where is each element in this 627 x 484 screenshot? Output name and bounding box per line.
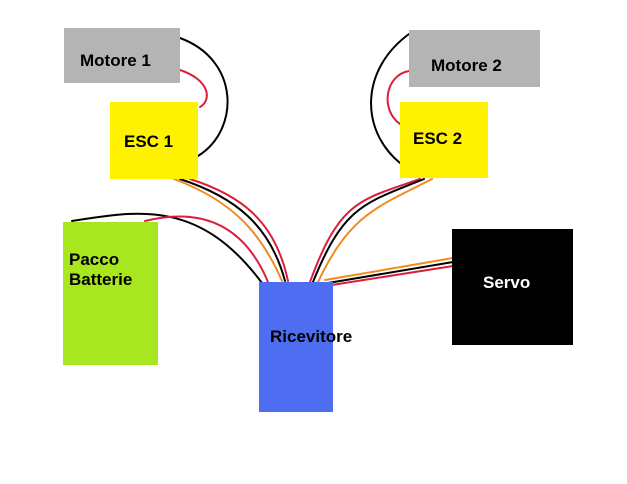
wire-servo-rx-red xyxy=(331,265,454,286)
esc2-label: ESC 2 xyxy=(413,129,463,148)
wire-esc1-rx-orange xyxy=(173,178,283,282)
wire-motore1-esc1-red xyxy=(179,69,208,108)
wire-esc1-rx-red xyxy=(189,178,289,282)
motore2-label: Motore 2 xyxy=(431,56,502,75)
wire-motore2-esc2-black xyxy=(370,33,410,164)
receiver-label: Ricevitore xyxy=(270,327,353,346)
wire-esc2-rx-orange xyxy=(317,178,433,283)
motore1-label: Motore 1 xyxy=(80,51,151,70)
battery-box xyxy=(63,222,158,365)
wire-servo-rx-orange xyxy=(324,257,454,281)
servo-box xyxy=(452,229,573,345)
esc1-label: ESC 1 xyxy=(124,132,174,151)
esc1-box xyxy=(110,102,198,179)
wire-esc2-rx-black xyxy=(312,178,425,283)
wire-motore1-esc1-black xyxy=(179,37,229,157)
servo-label: Servo xyxy=(483,273,531,292)
wire-motore2-esc2-red xyxy=(386,70,410,125)
motore2-box xyxy=(409,30,540,87)
wire-servo-rx-black xyxy=(327,261,454,284)
wire-esc1-rx-black xyxy=(179,178,286,282)
receiver-box xyxy=(259,282,333,412)
wire-batt-rx-red xyxy=(144,215,269,283)
wire-esc2-rx-red xyxy=(309,178,421,283)
esc2-box xyxy=(400,102,488,178)
battery-label: Pacco Batterie xyxy=(69,250,133,289)
motore1-box xyxy=(64,28,180,83)
